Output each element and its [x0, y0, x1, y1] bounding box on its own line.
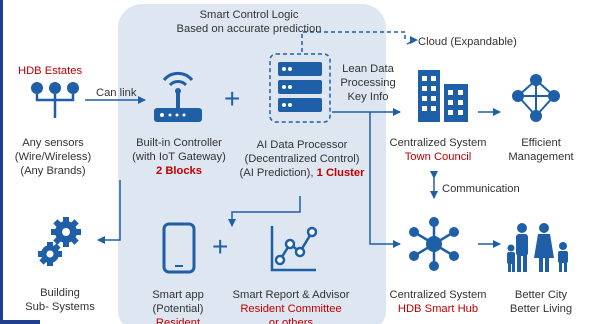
smart-app-label: Smart app (Potential) Resident [152, 289, 204, 324]
gears-icon [38, 217, 81, 266]
smart-control-panel [118, 4, 386, 324]
hub-network-icon [409, 217, 459, 271]
cloud-dashed-link [301, 31, 406, 52]
better-city-label: Better City Better Living [509, 289, 573, 315]
cloud-label: Cloud (Expandable) [418, 36, 517, 48]
frame-bottom-edge [0, 320, 40, 324]
controller-label: Built-in Controller (with IoT Gateway) 2… [132, 137, 226, 177]
sensors-network-icon [31, 82, 79, 118]
building-label: Building Sub- Systems [25, 287, 95, 313]
router-icon [154, 71, 202, 122]
people-network-icon [512, 74, 560, 122]
plus-sign-bottom: + [212, 231, 229, 262]
efficient-label: Efficient Management [508, 137, 574, 163]
smart-control-logic-label: Smart Control Logic Based on accurate pr… [176, 9, 322, 35]
sensors-label: Any sensors (Wire/Wireless) (Any Brands) [14, 137, 92, 177]
central-towncouncil-label: Centralized System Town Council [389, 137, 487, 163]
can-link-label: Can link [96, 87, 137, 99]
processor-to-report-arrow [228, 196, 301, 227]
frame-left-edge [0, 0, 3, 324]
smartphone-icon [162, 222, 196, 274]
buildings-icon [418, 70, 468, 122]
processor-to-hub-arrow [369, 112, 401, 248]
central-hub-label: Centralized System HDB Smart Hub [389, 289, 487, 315]
hdb-estates-label: HDB Estates [18, 65, 83, 77]
processor-label: AI Data Processor (Decentralized Control… [239, 139, 365, 179]
family-icon [507, 223, 568, 272]
plus-sign-top: + [224, 83, 241, 114]
server-icon [269, 53, 331, 123]
controller-to-building-arrow [97, 180, 121, 244]
report-label: Smart Report & Advisor Resident Committe… [232, 289, 350, 324]
communication-label: Communication [442, 183, 520, 195]
report-chart-icon [270, 226, 318, 272]
lean-data-label: Lean Data Processing Key Info [340, 63, 396, 103]
